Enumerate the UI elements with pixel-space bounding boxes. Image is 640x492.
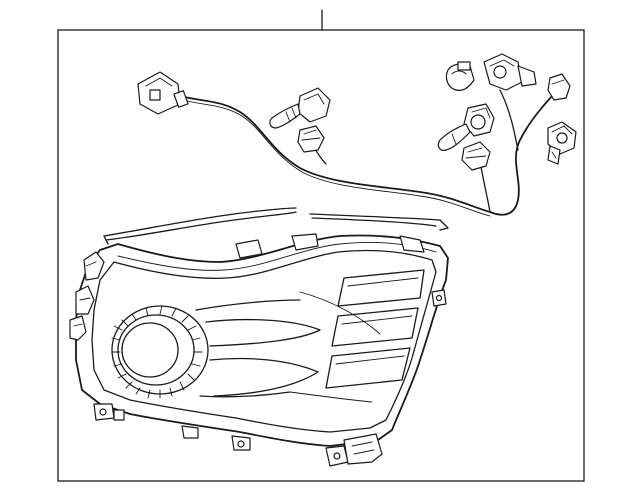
reflector-upper (205, 318, 321, 347)
connector-top-far-right (547, 73, 571, 101)
reflector-lower (209, 357, 319, 397)
diagram-frame (57, 29, 585, 482)
bulb-socket-left (269, 87, 331, 129)
headlamp-assembly (69, 233, 449, 467)
bulb-socket-top-right (445, 53, 537, 91)
mounting-tabs-bottom (93, 403, 383, 467)
mounting-bracket-top (235, 233, 425, 259)
mounting-bracket-right (431, 289, 447, 307)
turn-signal-segments (325, 269, 425, 389)
bulb-mid-right (437, 123, 471, 151)
headlamp-lens-outline (91, 249, 437, 433)
projector-lens (111, 299, 301, 399)
trim-seal (103, 207, 449, 245)
connector-mid-right (461, 141, 491, 171)
bulb-socket-far-right (547, 121, 577, 165)
harness-main-wire (179, 91, 557, 216)
connector-left (137, 71, 189, 115)
mounting-bracket-left (69, 251, 105, 341)
harness-wire-strand (182, 99, 491, 217)
wiring-harness (179, 89, 557, 217)
connector-mid-left (297, 125, 325, 153)
harness-branch-top (499, 89, 519, 151)
bulb-socket-mid-right (437, 103, 495, 151)
headlamp-housing-outline (75, 234, 449, 447)
